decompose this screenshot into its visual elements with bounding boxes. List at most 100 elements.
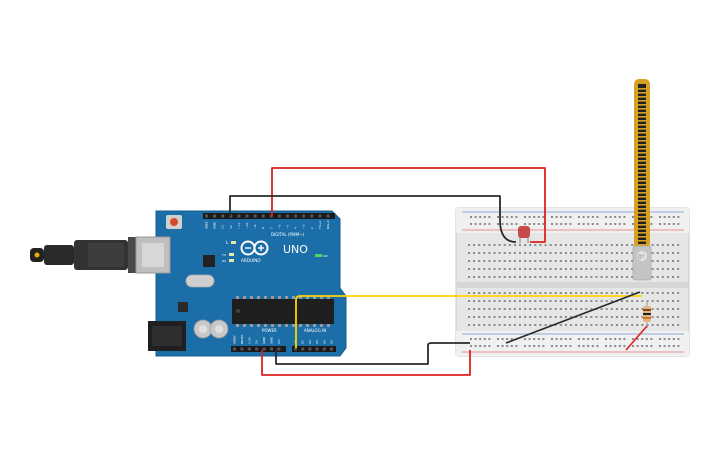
breadboard-hole[interactable] bbox=[570, 252, 572, 254]
rail-hole[interactable] bbox=[555, 216, 558, 218]
breadboard-hole[interactable] bbox=[600, 308, 603, 310]
breadboard-hole[interactable] bbox=[570, 316, 572, 318]
breadboard-hole[interactable] bbox=[554, 244, 557, 246]
breadboard-hole[interactable] bbox=[677, 300, 680, 302]
breadboard-hole[interactable] bbox=[468, 244, 470, 246]
breadboard-hole[interactable] bbox=[493, 244, 496, 246]
breadboard-hole[interactable] bbox=[524, 292, 527, 294]
rail-hole[interactable] bbox=[636, 338, 639, 340]
breadboard-hole[interactable] bbox=[493, 324, 496, 326]
breadboard-hole[interactable] bbox=[519, 252, 521, 254]
breadboard-hole[interactable] bbox=[488, 300, 491, 302]
breadboard-hole[interactable] bbox=[600, 316, 603, 318]
rail-hole[interactable] bbox=[479, 338, 482, 340]
breadboard-hole[interactable] bbox=[478, 308, 481, 310]
rail-hole[interactable] bbox=[537, 345, 540, 347]
rail-hole[interactable] bbox=[663, 223, 666, 225]
breadboard-hole[interactable] bbox=[615, 244, 618, 246]
breadboard-hole[interactable] bbox=[539, 276, 542, 278]
digital-pin[interactable] bbox=[261, 214, 265, 218]
rail-hole[interactable] bbox=[668, 338, 671, 340]
rail-hole[interactable] bbox=[515, 216, 518, 218]
analog-pin[interactable] bbox=[322, 347, 326, 351]
rail-hole[interactable] bbox=[564, 338, 567, 340]
breadboard-hole[interactable] bbox=[651, 252, 654, 254]
rail-hole[interactable] bbox=[677, 338, 680, 340]
breadboard-hole[interactable] bbox=[677, 292, 680, 294]
rail-hole[interactable] bbox=[479, 345, 482, 347]
rail-hole[interactable] bbox=[537, 216, 540, 218]
breadboard-hole[interactable] bbox=[661, 300, 664, 302]
breadboard-hole[interactable] bbox=[610, 292, 613, 294]
breadboard-hole[interactable] bbox=[534, 292, 537, 294]
breadboard-hole[interactable] bbox=[513, 292, 516, 294]
breadboard-hole[interactable] bbox=[610, 276, 613, 278]
breadboard-hole[interactable] bbox=[529, 316, 532, 318]
rail-hole[interactable] bbox=[497, 223, 499, 225]
breadboard-hole[interactable] bbox=[488, 244, 491, 246]
breadboard-hole[interactable] bbox=[473, 292, 476, 294]
rail-hole[interactable] bbox=[506, 216, 509, 218]
breadboard-hole[interactable] bbox=[570, 260, 572, 262]
breadboard-hole[interactable] bbox=[575, 260, 578, 262]
digital-pin[interactable] bbox=[237, 214, 241, 218]
breadboard-hole[interactable] bbox=[524, 244, 527, 246]
breadboard-hole[interactable] bbox=[585, 244, 588, 246]
breadboard-hole[interactable] bbox=[488, 316, 491, 318]
breadboard-hole[interactable] bbox=[503, 324, 506, 326]
rail-hole[interactable] bbox=[528, 338, 531, 340]
digital-pin[interactable] bbox=[205, 214, 208, 218]
breadboard-hole[interactable] bbox=[672, 260, 674, 262]
breadboard-hole[interactable] bbox=[626, 276, 629, 278]
rail-hole[interactable] bbox=[537, 223, 540, 225]
breadboard-hole[interactable] bbox=[595, 252, 598, 254]
breadboard-hole[interactable] bbox=[610, 260, 613, 262]
rail-hole[interactable] bbox=[596, 338, 599, 340]
rail-hole[interactable] bbox=[488, 338, 491, 340]
rail-hole[interactable] bbox=[663, 345, 666, 347]
breadboard-hole[interactable] bbox=[519, 260, 521, 262]
breadboard-hole[interactable] bbox=[478, 300, 481, 302]
rail-hole[interactable] bbox=[632, 216, 634, 218]
rail-hole[interactable] bbox=[618, 345, 621, 347]
breadboard-hole[interactable] bbox=[610, 268, 613, 270]
breadboard-hole[interactable] bbox=[519, 300, 521, 302]
rail-hole[interactable] bbox=[632, 338, 634, 340]
breadboard-hole[interactable] bbox=[544, 244, 547, 246]
breadboard-hole[interactable] bbox=[610, 244, 613, 246]
breadboard-hole[interactable] bbox=[656, 300, 659, 302]
breadboard-hole[interactable] bbox=[539, 252, 542, 254]
breadboard-hole[interactable] bbox=[585, 300, 588, 302]
breadboard-hole[interactable] bbox=[631, 260, 634, 262]
breadboard-hole[interactable] bbox=[549, 268, 552, 270]
rail-hole[interactable] bbox=[510, 216, 513, 218]
breadboard-hole[interactable] bbox=[529, 244, 532, 246]
rail-hole[interactable] bbox=[578, 338, 580, 340]
breadboard-hole[interactable] bbox=[641, 308, 644, 310]
breadboard-hole[interactable] bbox=[513, 260, 516, 262]
wire-black-gnd-to-rail[interactable] bbox=[275, 342, 470, 365]
breadboard-hole[interactable] bbox=[544, 300, 547, 302]
rail-hole[interactable] bbox=[528, 216, 531, 218]
breadboard-hole[interactable] bbox=[590, 276, 593, 278]
rail-hole[interactable] bbox=[524, 223, 526, 225]
rail-hole[interactable] bbox=[551, 338, 553, 340]
breadboard-hole[interactable] bbox=[554, 300, 557, 302]
rail-hole[interactable] bbox=[524, 338, 526, 340]
analog-pin[interactable] bbox=[301, 347, 305, 351]
breadboard-hole[interactable] bbox=[615, 276, 618, 278]
rail-hole[interactable] bbox=[569, 216, 572, 218]
breadboard-hole[interactable] bbox=[529, 260, 532, 262]
breadboard-hole[interactable] bbox=[575, 252, 578, 254]
breadboard-hole[interactable] bbox=[544, 292, 547, 294]
breadboard-hole[interactable] bbox=[570, 276, 572, 278]
breadboard-hole[interactable] bbox=[656, 276, 659, 278]
rail-hole[interactable] bbox=[533, 345, 536, 347]
breadboard-hole[interactable] bbox=[559, 324, 562, 326]
breadboard-hole[interactable] bbox=[554, 260, 557, 262]
breadboard-hole[interactable] bbox=[677, 324, 680, 326]
breadboard-hole[interactable] bbox=[631, 244, 634, 246]
breadboard-hole[interactable] bbox=[636, 324, 639, 326]
rail-hole[interactable] bbox=[533, 338, 536, 340]
breadboard-hole[interactable] bbox=[473, 324, 476, 326]
